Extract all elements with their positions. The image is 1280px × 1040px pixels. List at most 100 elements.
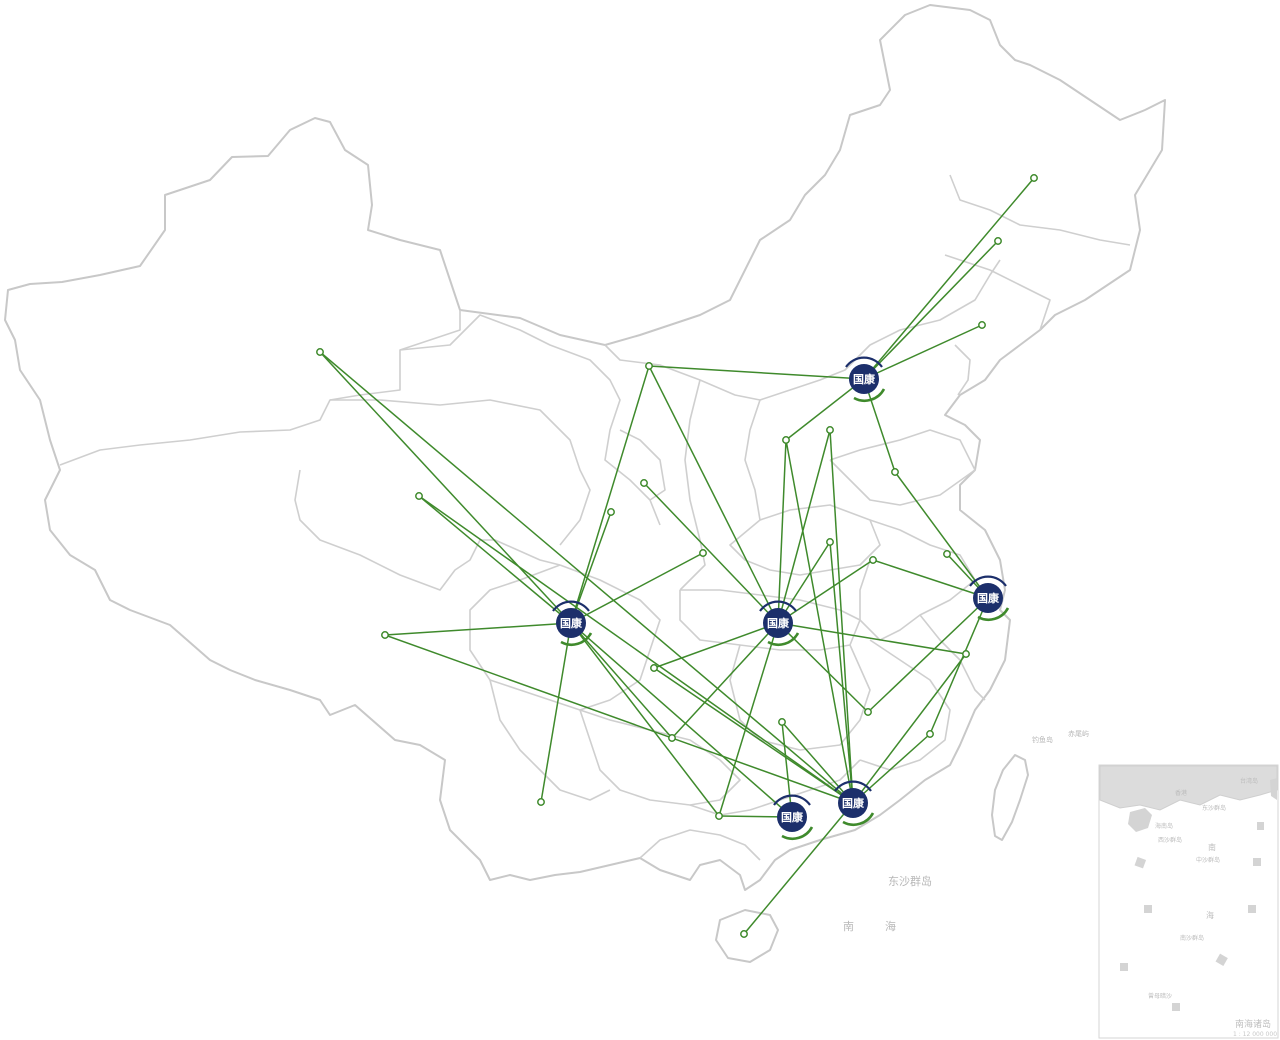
border-nmg-south — [604, 259, 1001, 401]
inset-label-dongsha: 东沙群岛 — [1202, 804, 1226, 812]
hub-logo-circle — [763, 608, 793, 638]
hub-logo-circle — [973, 583, 1003, 613]
border-zhejiang — [919, 614, 986, 701]
route-node[interactable] — [316, 348, 324, 356]
hub-marker-chengdu[interactable]: 国康 — [552, 600, 593, 646]
route-line — [852, 653, 967, 804]
hub-ring-top — [845, 356, 883, 368]
hub-marker-guangzhou[interactable]: 国康 — [834, 780, 875, 826]
route-line — [570, 552, 704, 624]
route-line — [929, 597, 989, 735]
hub-ring-bottom — [767, 632, 800, 646]
route-line — [785, 378, 865, 441]
route-line — [785, 439, 854, 804]
route-line — [570, 622, 793, 818]
route-node[interactable] — [891, 468, 899, 476]
route-node[interactable] — [778, 718, 786, 726]
route-line — [894, 471, 989, 599]
hub-marker-guangxi[interactable]: 国康 — [773, 794, 814, 840]
route-node[interactable] — [826, 426, 834, 434]
route-node[interactable] — [962, 650, 970, 658]
hub-logo-text: 国康 — [842, 796, 865, 810]
sea-labels: 东沙群岛 南 海 钓鱼岛 赤尾屿 — [843, 729, 1089, 933]
hub-logo-text: 国康 — [977, 591, 1000, 605]
route-line — [852, 733, 931, 804]
hub-logo-circle — [556, 608, 586, 638]
hub-logo-circle — [838, 788, 868, 818]
south-china-sea-inset: 台湾岛 香港 东沙群岛 海南岛 西沙群岛 中沙群岛 南 海 南沙群岛 曾母暗沙 … — [1098, 764, 1279, 1039]
inset-hainan — [1128, 808, 1152, 832]
route-node[interactable] — [740, 930, 748, 938]
inset-box-1 — [1134, 856, 1147, 869]
inset-box-6 — [1120, 963, 1128, 971]
inset-label-xisha: 西沙群岛 — [1158, 836, 1182, 844]
route-node[interactable] — [668, 734, 676, 742]
route-node[interactable] — [926, 730, 934, 738]
route-line — [829, 541, 854, 804]
route-node[interactable] — [826, 538, 834, 546]
route-node[interactable] — [645, 362, 653, 370]
inset-label-hainan: 海南岛 — [1155, 822, 1173, 830]
route-line — [777, 429, 831, 624]
hub-marker-shanghai[interactable]: 国康 — [969, 575, 1010, 621]
route-node[interactable] — [699, 549, 707, 557]
route-node[interactable] — [415, 492, 423, 500]
route-line — [418, 495, 854, 804]
route-line — [648, 365, 779, 624]
inset-frame — [1098, 764, 1279, 1039]
border-chongqing-sichuan — [469, 564, 661, 711]
hub-ring-bottom — [977, 607, 1010, 621]
route-line — [570, 511, 612, 624]
hub-ring-bottom — [853, 388, 886, 402]
route-line — [418, 495, 572, 624]
border-ningxia — [619, 429, 666, 501]
route-line — [743, 802, 854, 935]
border-qinghai — [330, 399, 591, 546]
hub-marker-beijing[interactable]: 国康 — [845, 356, 886, 402]
route-node[interactable] — [1030, 174, 1038, 182]
border-heilongjiang — [949, 174, 1131, 246]
route-node[interactable] — [943, 550, 951, 558]
route-line — [384, 622, 572, 636]
label-diaoyu: 钓鱼岛 — [1032, 735, 1053, 744]
border-gansu — [399, 314, 661, 526]
hub-logo-circle — [777, 802, 807, 832]
route-line — [863, 378, 896, 473]
route-node[interactable] — [650, 664, 658, 672]
route-node[interactable] — [715, 812, 723, 820]
route-line — [781, 721, 854, 804]
route-line — [829, 429, 854, 804]
route-node[interactable] — [607, 508, 615, 516]
route-line — [540, 622, 572, 803]
route-node[interactable] — [994, 237, 1002, 245]
route-node[interactable] — [381, 631, 389, 639]
route-node[interactable] — [869, 556, 877, 564]
inset-box-5 — [1215, 953, 1228, 966]
inset-box-2 — [1253, 858, 1261, 866]
taiwan-outline — [991, 754, 1029, 841]
route-node[interactable] — [978, 321, 986, 329]
border-hunan-jiangxi — [729, 644, 871, 751]
route-node[interactable] — [537, 798, 545, 806]
inset-label-zhongsha: 中沙群岛 — [1196, 856, 1220, 864]
route-node[interactable] — [864, 708, 872, 716]
inset-label-taiwan: 台湾岛 — [1240, 777, 1258, 785]
hub-marker-wuhan[interactable]: 国康 — [759, 600, 800, 646]
label-dongsha: 东沙群岛 — [888, 874, 932, 888]
route-node[interactable] — [640, 479, 648, 487]
hub-logo-circle — [849, 364, 879, 394]
route-node[interactable] — [782, 436, 790, 444]
inset-taiwan — [1270, 778, 1277, 800]
hub-logo-text: 国康 — [767, 616, 790, 630]
province-borders — [4, 4, 1166, 963]
border-guangxi-south — [639, 829, 761, 861]
route-line — [319, 351, 572, 624]
border-shanxi-shaanxi — [679, 379, 706, 591]
route-line — [570, 365, 650, 624]
inset-box-4 — [1248, 905, 1256, 913]
hub-ring-bottom — [842, 812, 875, 826]
border-hebei-shanxi — [744, 399, 761, 521]
inset-title: 南海诸岛 — [1235, 1018, 1271, 1030]
border-shandong — [829, 429, 976, 506]
